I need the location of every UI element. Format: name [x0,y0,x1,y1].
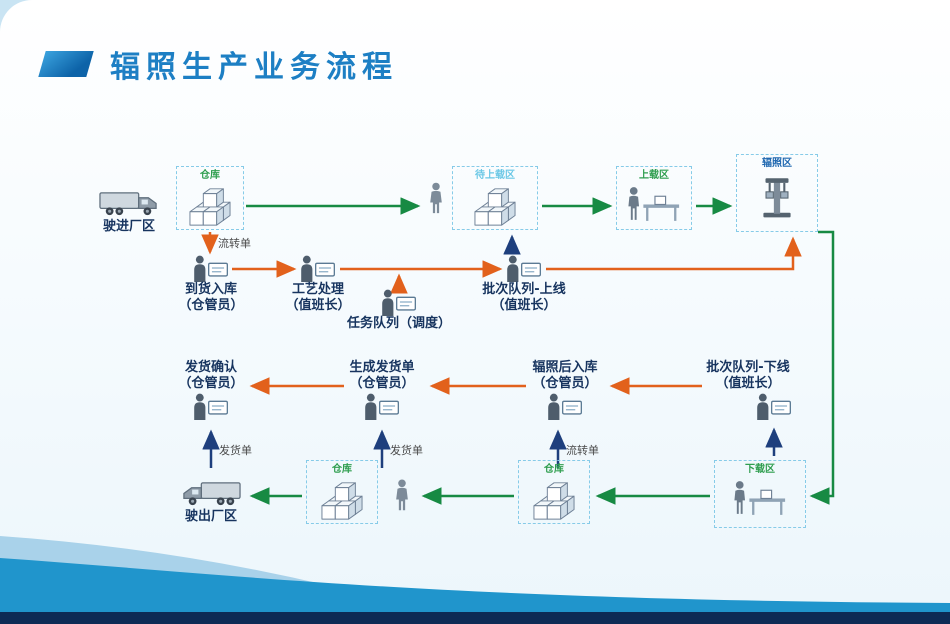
node-label: 工艺处理 [291,282,344,297]
zone-unload: 下载区 [714,460,806,528]
node-label: 到货入库 [184,282,237,297]
worker-icon [192,254,230,282]
zone-label: 仓库 [332,464,352,475]
node-task-queue: 任务队列（调度） [344,288,454,332]
node-label: 驶出厂区 [184,509,237,524]
boxes-icon [531,479,577,521]
boxes-icon [472,185,518,227]
zone-warehouse-bottom-left: 仓库 [306,460,378,524]
worker-icon [363,392,401,420]
node-label: 批次队列-下线 [706,360,790,375]
zone-warehouse-bottom-right: 仓库 [518,460,590,524]
node-label: 辐照后入库 [532,360,598,375]
node-role: （值班长） [715,376,781,391]
zone-label: 待上载区 [475,170,515,181]
boxes-icon [187,185,233,227]
worker-icon [192,392,230,420]
loader-person-table-icon [626,185,682,222]
node-process-handling: 工艺处理 （值班长） [263,254,373,314]
worker-icon [755,392,793,420]
zone-label: 上载区 [639,170,669,181]
zone-load: 上载区 [616,166,692,230]
truck-icon [181,478,241,509]
title-bar: 辐照生产业务流程 [38,42,398,86]
node-label: 生成发货单 [349,360,415,375]
worker-icon [505,254,543,282]
zone-label: 仓库 [200,170,220,181]
edge-label-circulation-note-bottom: 流转单 [566,444,599,457]
zone-wait-load: 待上载区 [452,166,538,230]
node-role: （仓管员） [532,376,598,391]
edge-label-shipping-note-mid: 发货单 [390,444,423,457]
zone-label: 仓库 [544,464,564,475]
zone-label: 下载区 [745,464,775,475]
node-role: （值班长） [285,298,351,313]
node-batch-queue-online: 批次队列-上线 （值班长） [469,254,579,314]
page-title: 辐照生产业务流程 [110,50,398,85]
title-flag-icon [38,51,94,77]
irradiation-machine-icon [758,173,796,219]
waiting-person-icon [427,182,445,214]
node-label: 驶进厂区 [102,219,155,234]
zone-warehouse-top: 仓库 [176,166,244,230]
node-label: 发货确认 [184,360,237,375]
zone-label: 辐照区 [762,158,792,169]
node-role: （值班长） [491,298,557,313]
node-label: 任务队列（调度） [346,316,451,331]
zone-irradiation: 辐照区 [736,154,818,232]
walking-person-icon [393,478,411,512]
worker-icon [299,254,337,282]
truck-icon [99,188,159,219]
node-batch-queue-offline: 批次队列-下线 （值班长） [693,360,803,420]
node-label: 批次队列-上线 [482,282,566,297]
node-create-shipping-note: 生成发货单 （仓管员） [327,360,437,420]
loader-person-table-icon [732,479,788,516]
node-role: （仓管员） [349,376,415,391]
edge-label-shipping-note-left: 发货单 [219,444,252,457]
node-arrival-storage: 到货入库 （仓管员） [156,254,266,314]
node-role: （仓管员） [178,376,244,391]
node-truck-out: 驶出厂区 [178,478,244,525]
boxes-icon [319,479,365,521]
node-shipping-confirm: 发货确认 （仓管员） [156,360,266,420]
node-post-irradiation-storage: 辐照后入库 （仓管员） [510,360,620,420]
node-role: （仓管员） [178,298,244,313]
worker-icon [380,288,418,316]
edge-label-circulation-note-top: 流转单 [218,237,251,250]
node-truck-in: 驶进厂区 [96,188,162,235]
worker-icon [546,392,584,420]
